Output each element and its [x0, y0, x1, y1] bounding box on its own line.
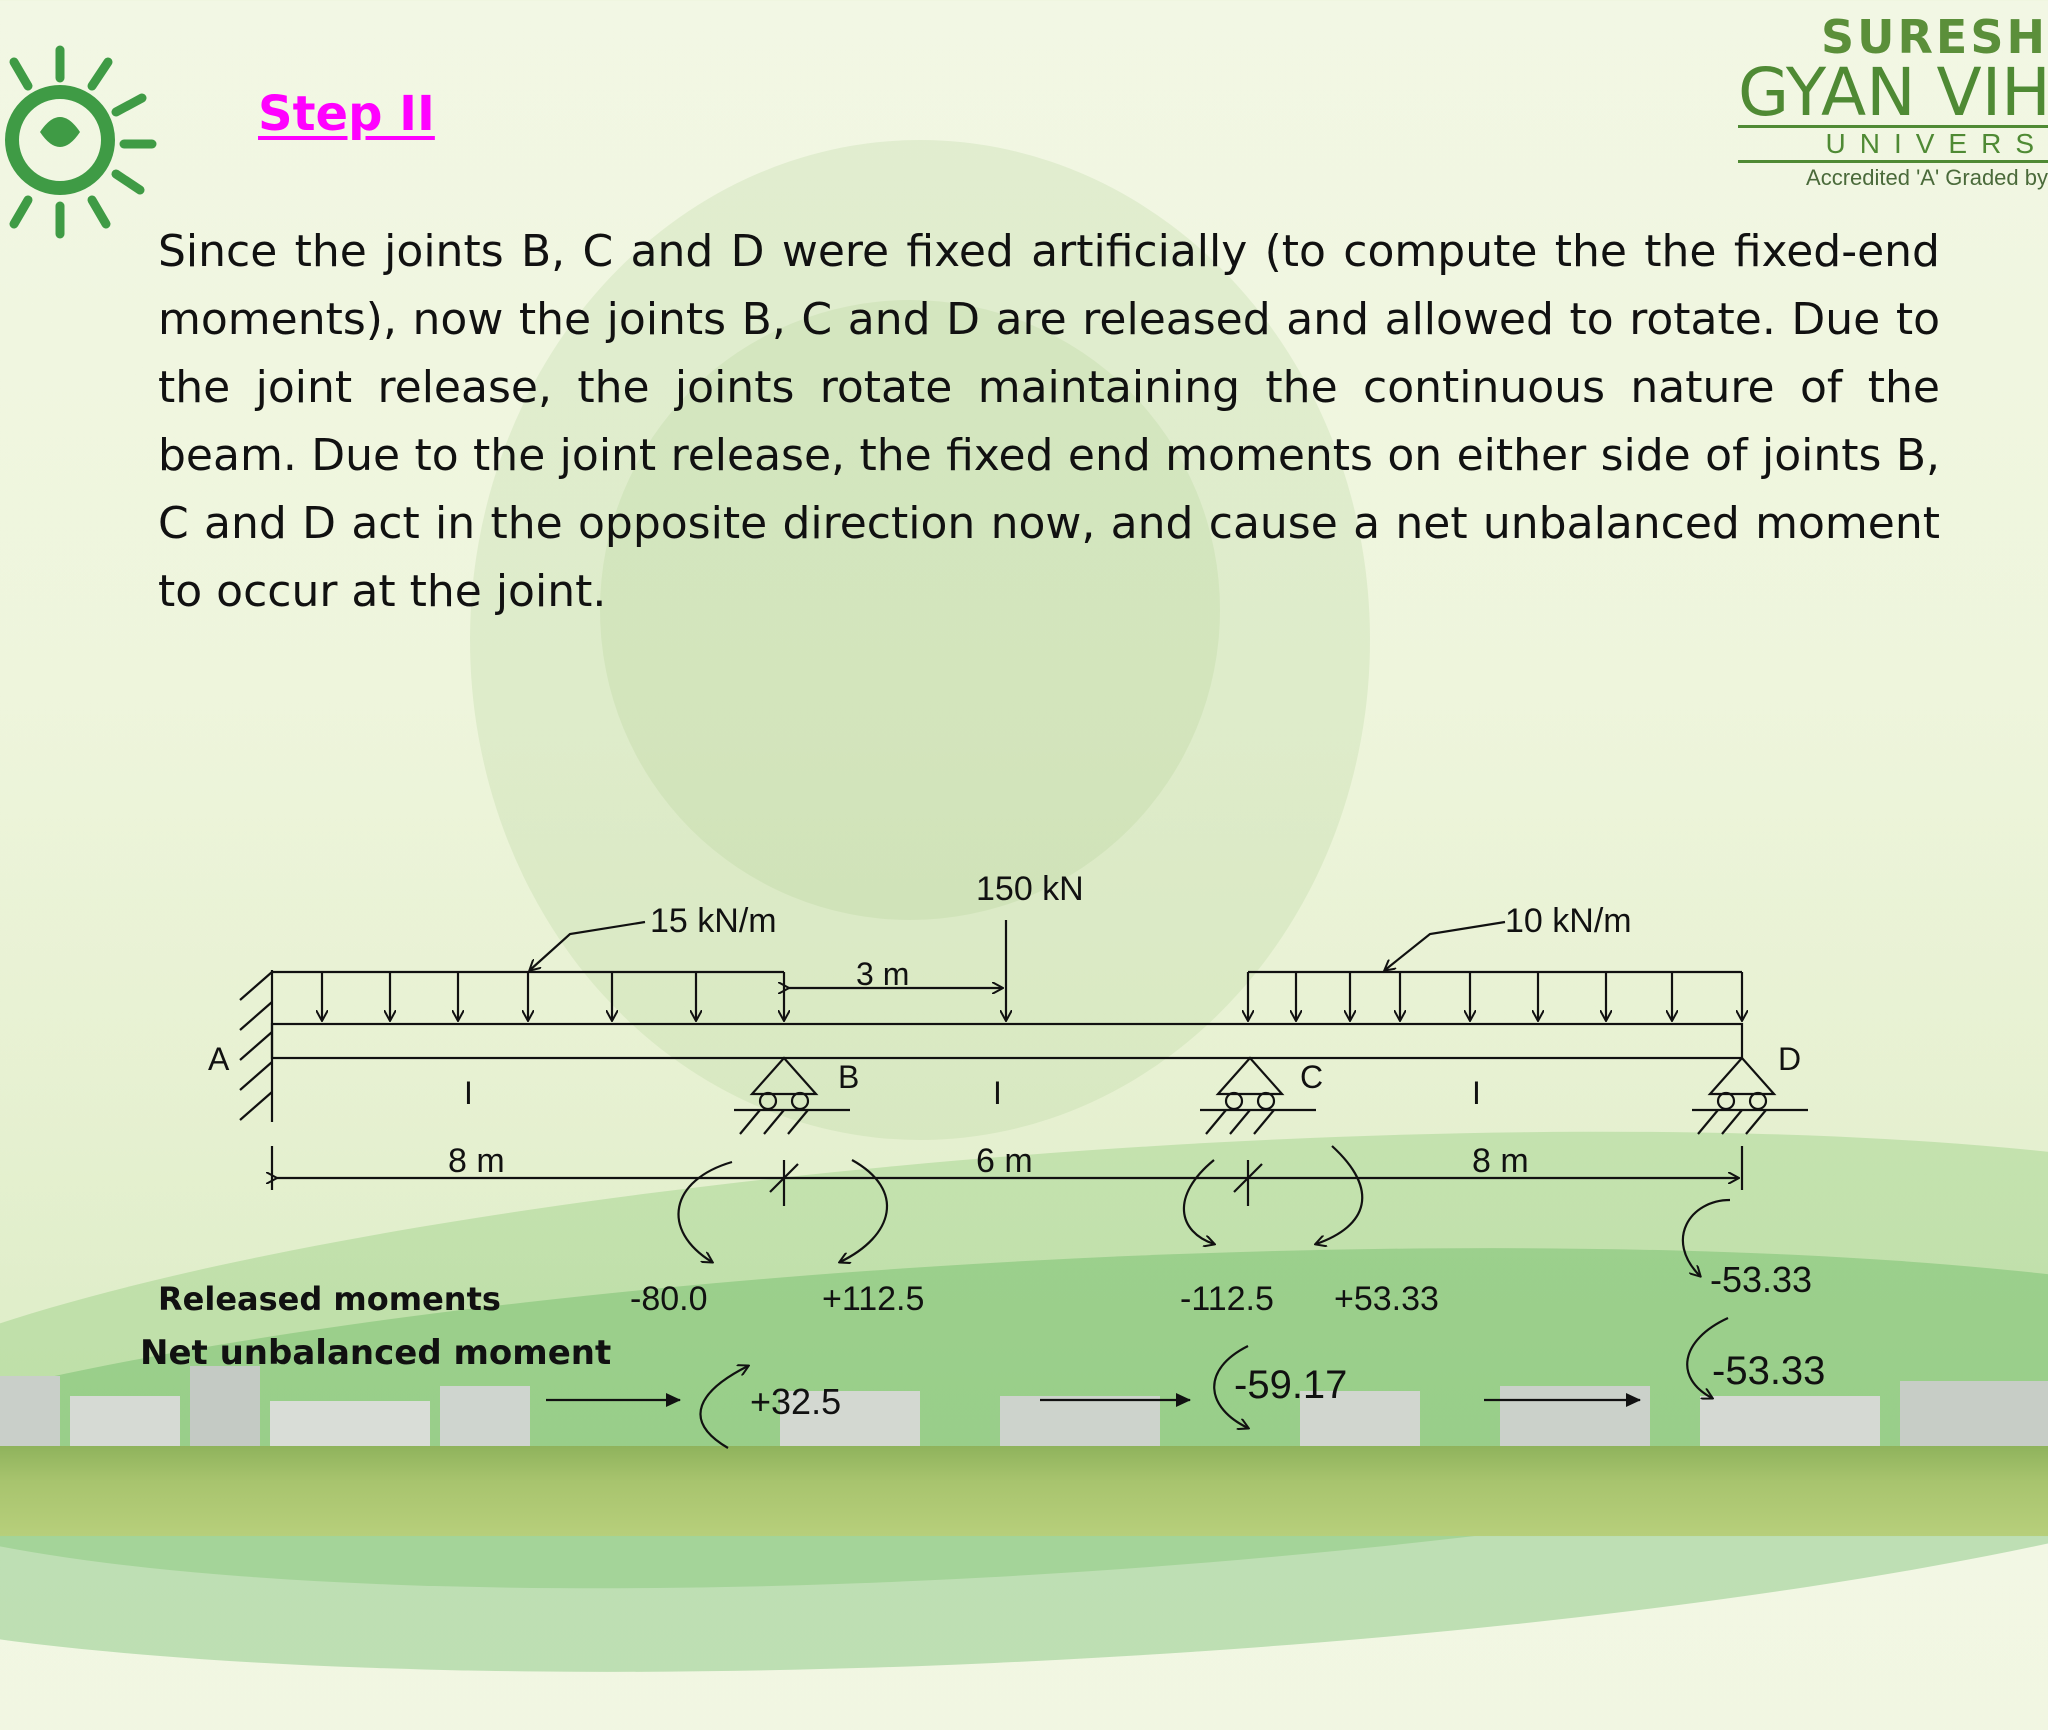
net-moment-c: -59.17 — [1234, 1363, 1347, 1407]
inertia-label-span2: I — [993, 1075, 1002, 1111]
released-moment-arrow-c-right — [1316, 1145, 1364, 1244]
released-moment-b-right: +112.5 — [822, 1280, 924, 1318]
udl-left-label: 15 kN/m — [650, 902, 777, 940]
net-moment-curl-d — [1686, 1317, 1729, 1398]
grass-ground — [0, 1446, 2048, 1536]
slide-paragraph: Since the joints B, C and D were fixed a… — [158, 226, 1940, 617]
span-length-bc: 6 m — [976, 1142, 1033, 1180]
released-moment-d: -53.33 — [1710, 1259, 1812, 1300]
campus-skyline — [0, 1366, 2048, 1456]
joint-label-d: D — [1778, 1041, 1801, 1077]
released-moments-label: Released moments — [158, 1280, 501, 1318]
university-logo: SURESH GYAN VIH UNIVERS Accredited 'A' G… — [1738, 10, 2048, 191]
background-watermark-inner — [600, 300, 1220, 920]
background-watermark — [470, 140, 1370, 1140]
udl-left — [272, 920, 784, 1020]
point-load — [788, 920, 1006, 1020]
released-moment-c-left: -112.5 — [1180, 1280, 1274, 1318]
roller-support-d — [1692, 1056, 1808, 1135]
span-length-ab: 8 m — [448, 1142, 505, 1180]
released-moment-b-left: -80.0 — [630, 1280, 708, 1318]
beam — [270, 1022, 1744, 1060]
released-moment-c-right: +53.33 — [1334, 1280, 1439, 1318]
udl-right-label: 10 kN/m — [1505, 902, 1632, 940]
net-moment-curl-b — [699, 1366, 748, 1449]
logo-accreditation: Accredited 'A' Graded by — [1806, 165, 2048, 190]
logo-line-3: UNIVERS — [1738, 125, 2048, 163]
released-moment-arrow-b-right — [840, 1159, 889, 1262]
released-moment-arrow-c-left — [1182, 1159, 1214, 1244]
fixed-support-a — [239, 970, 274, 1122]
net-moment-d: -53.33 — [1712, 1349, 1825, 1393]
inertia-label-span1: I — [464, 1075, 473, 1111]
beam-diagram: 15 kN/m 150 kN 3 m 10 kN/m A B C D I I I… — [140, 870, 1825, 1449]
udl-right — [1248, 920, 1742, 1020]
inertia-label-span3: I — [1472, 1075, 1481, 1111]
released-moment-arrow-b-left — [677, 1160, 733, 1262]
span-length-cd: 8 m — [1472, 1142, 1529, 1180]
logo-line-2: GYAN VIH — [1738, 54, 2048, 131]
released-moment-arrow-d — [1681, 1198, 1731, 1276]
point-load-label: 150 kN — [976, 870, 1084, 908]
logo-line-1: SURESH — [1821, 10, 2048, 64]
university-emblem-icon — [5, 45, 157, 239]
joint-label-c: C — [1300, 1059, 1323, 1095]
net-unbalanced-moment-label: Net unbalanced moment — [140, 1333, 611, 1373]
span-dimension-line — [272, 1146, 1744, 1206]
net-moment-curl-c — [1213, 1345, 1248, 1428]
joint-label-a: A — [208, 1041, 230, 1077]
net-moment-b: +32.5 — [750, 1381, 841, 1422]
roller-support-c — [1200, 1056, 1316, 1135]
joint-label-b: B — [838, 1059, 859, 1095]
slide-title: Step II — [258, 86, 435, 142]
point-offset-label: 3 m — [856, 956, 909, 992]
roller-support-b — [734, 1056, 850, 1135]
